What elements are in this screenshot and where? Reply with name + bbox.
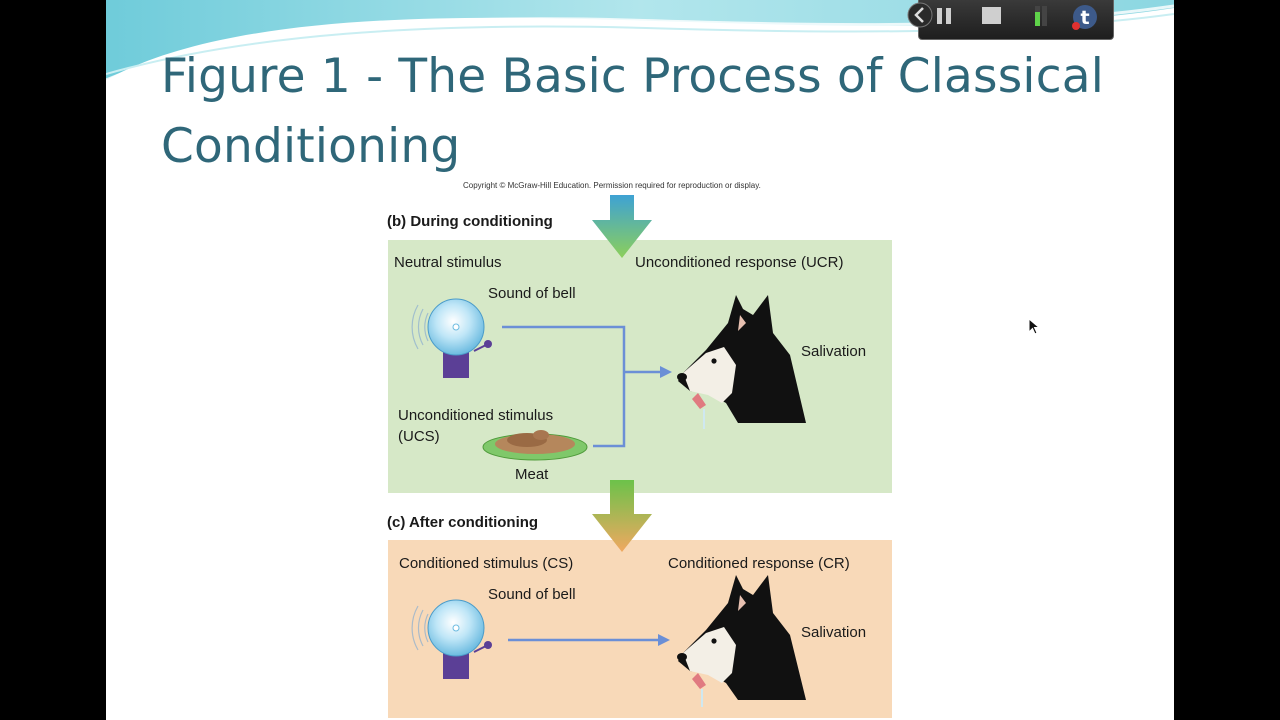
sound-of-bell-label: Sound of bell (488, 285, 576, 302)
svg-text:t: t (1080, 7, 1089, 29)
tumblr-icon[interactable]: t (1069, 4, 1103, 34)
flow-arrow-into-c (592, 480, 652, 552)
salivation-label: Salivation (801, 343, 867, 360)
mouse-cursor-icon (1028, 318, 1040, 335)
during-conditioning-panel (388, 240, 892, 493)
ucs-label-line1: Unconditioned stimulus (398, 407, 554, 424)
panel-b-heading: (b) During conditioning (387, 213, 553, 230)
arrow-head-c (658, 634, 670, 646)
dog-icon (677, 575, 806, 707)
conditioning-diagram (411, 195, 806, 707)
salivation-label: Salivation (801, 624, 867, 641)
stimulus-pairing-connector (502, 325, 662, 448)
slide: Figure 1 - The Basic Process of Classica… (106, 0, 1174, 720)
neutral-stimulus-label: Neutral stimulus (394, 254, 502, 271)
pause-icon[interactable] (931, 4, 957, 30)
dog-icon (677, 295, 806, 429)
panel-c-heading: (c) After conditioning (387, 514, 539, 531)
cs-label: Conditioned stimulus (CS) (399, 555, 574, 572)
arrow-head-b (660, 366, 672, 378)
recording-toolbar: t (907, 0, 1114, 40)
meat-label: Meat (515, 466, 549, 483)
ucr-label: Unconditioned response (UCR) (635, 254, 844, 271)
slide-title: Figure 1 - The Basic Process of Classica… (161, 49, 1104, 174)
bell-icon (411, 599, 492, 679)
cr-label: Conditioned response (CR) (668, 555, 850, 572)
audio-level-icon (1035, 6, 1047, 26)
stop-icon[interactable] (979, 4, 1005, 30)
flow-arrow-into-b (592, 195, 652, 258)
ucs-label-line2: (UCS) (398, 428, 440, 445)
meat-icon (482, 430, 588, 461)
chevron-left-icon[interactable] (905, 2, 935, 32)
sound-of-bell-label: Sound of bell (488, 586, 576, 603)
bell-icon (411, 298, 492, 378)
copyright-notice: Copyright © McGraw-Hill Education. Permi… (463, 181, 761, 190)
